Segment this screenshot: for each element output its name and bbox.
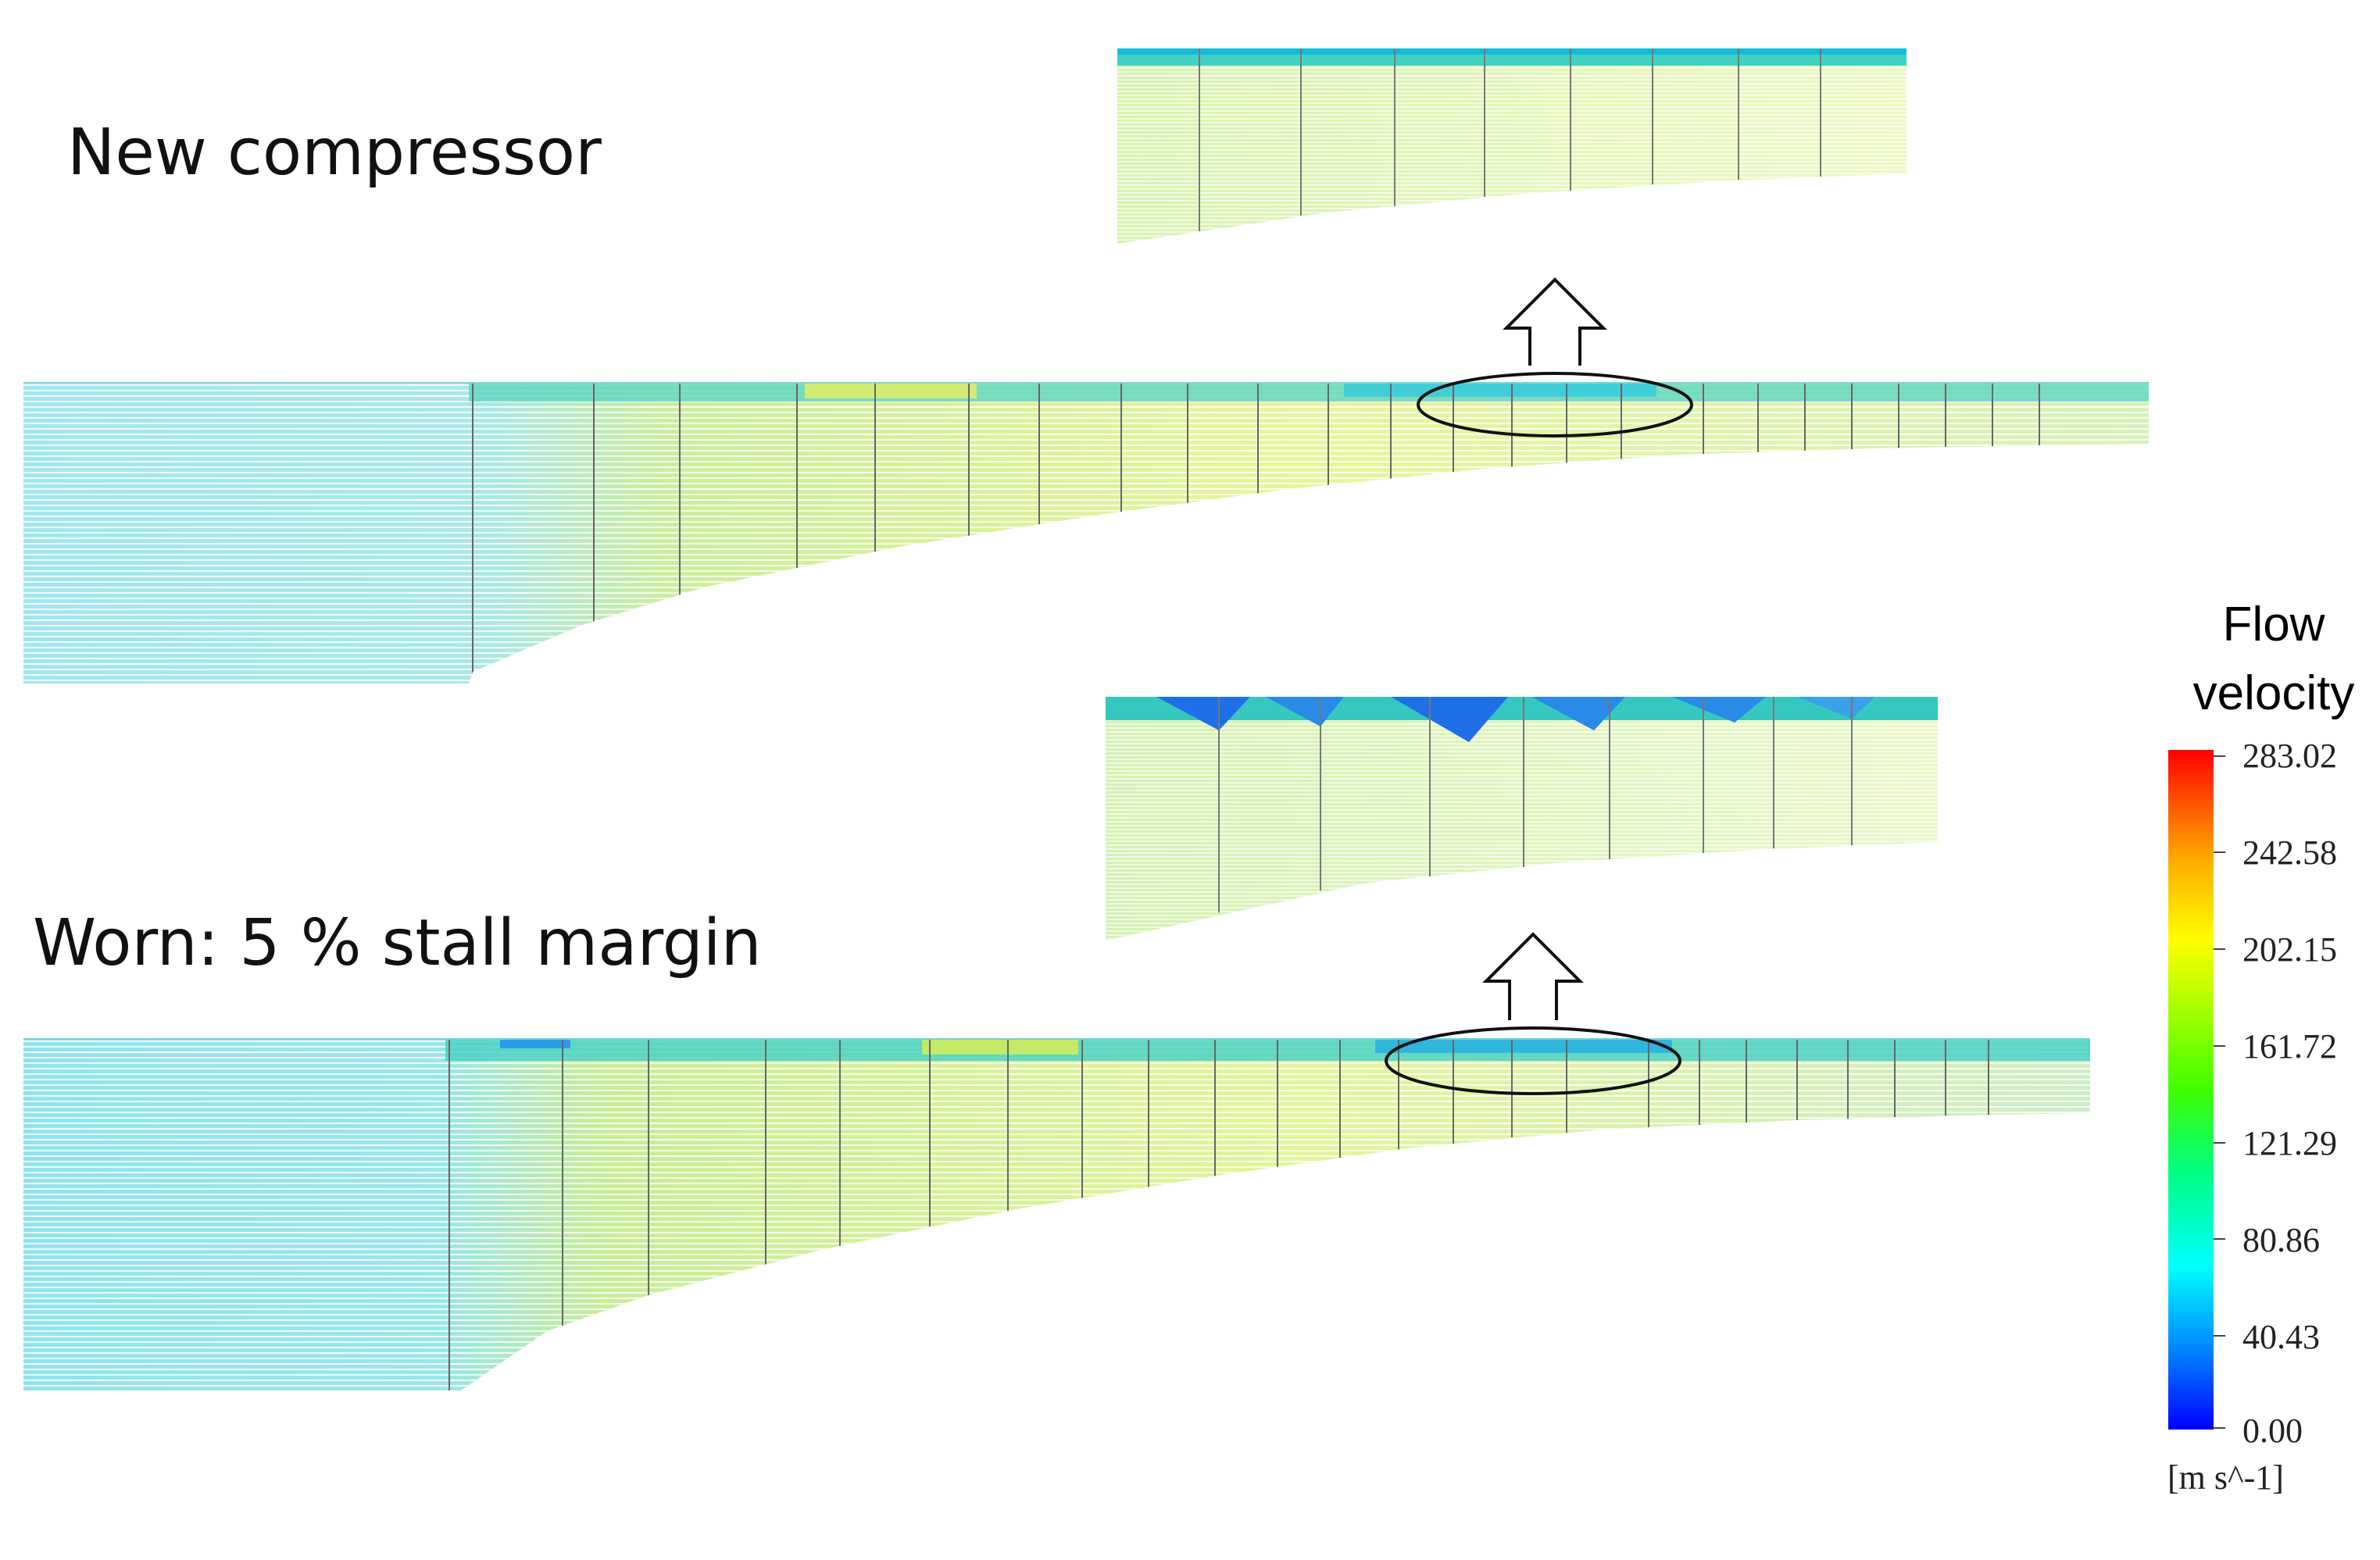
legend-tick-label: 242.58	[2242, 834, 2337, 872]
legend-tick-label: 202.15	[2242, 930, 2337, 969]
panel-label-worn-compressor: Worn: 5 % stall margin	[33, 906, 762, 980]
legend-tick-label: 121.29	[2242, 1124, 2337, 1162]
new-zoom-arrow-icon	[1503, 277, 1607, 366]
panel-label-new-compressor: New compressor	[67, 116, 602, 190]
worn-compressor-zoom-inset	[1106, 697, 1938, 941]
worn-compressor-section	[23, 1038, 2090, 1390]
legend-color-bar	[2168, 750, 2214, 1430]
worn-stall-region-ellipse	[1385, 1026, 1681, 1095]
legend-title-line2: velocity	[2192, 666, 2355, 720]
legend-unit-label: [m s^-1]	[2167, 1458, 2284, 1497]
new-compressor-section	[23, 382, 2149, 684]
legend-tick-label: 0.00	[2242, 1412, 2303, 1450]
legend-title-line1: Flow	[2222, 598, 2325, 651]
worn-zoom-arrow-icon	[1482, 932, 1584, 1020]
legend-tick-label: 283.02	[2242, 737, 2337, 775]
new-compressor-zoom-inset	[1117, 48, 1907, 244]
legend-tick-label: 40.43	[2242, 1318, 2320, 1356]
legend-tick-label: 80.86	[2242, 1221, 2320, 1259]
legend-tick-label: 161.72	[2242, 1027, 2337, 1066]
new-stall-region-ellipse	[1417, 372, 1693, 437]
